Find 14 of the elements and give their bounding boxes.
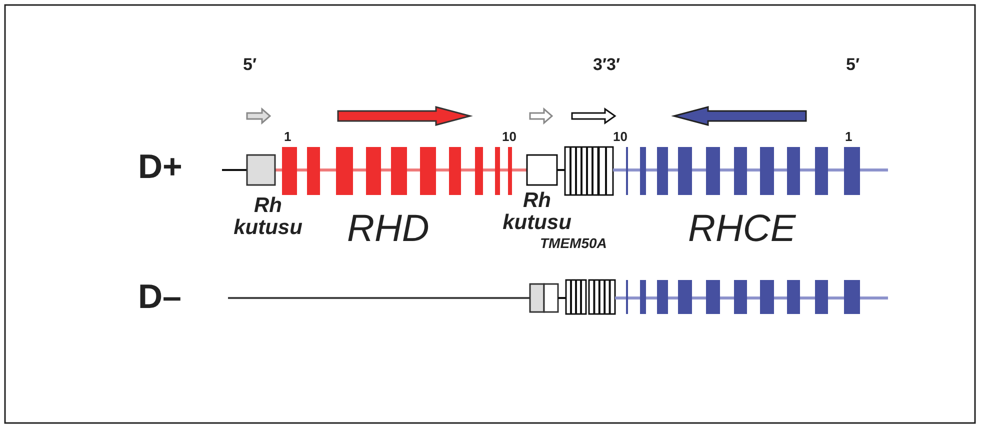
gene-label: RHCE [688,210,796,248]
region-label: Rh kutusu [232,195,304,240]
strand-end-label: 5′ [846,56,860,73]
row-label: D+ [138,150,182,184]
strand-end-label: 3′3′ [593,56,620,73]
exon-number: 10 [502,130,516,143]
gene-label: TMEM50A [540,236,607,250]
strand-end-label: 5′ [243,56,257,73]
gene-label: RHD [347,210,430,248]
region-label: Rh kutusu [502,190,572,234]
row-label: D– [138,280,182,314]
exon-number: 1 [284,130,292,143]
exon-number: 10 [613,130,628,143]
exon-number: 1 [845,130,852,143]
